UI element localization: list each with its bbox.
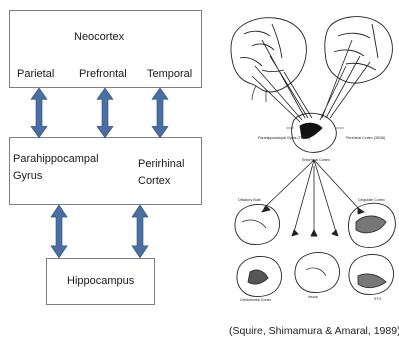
figure-citation: (Squire, Shimamura & Amaral, 1989) <box>229 325 399 337</box>
fig-label-orbitofrontal: Orbitofrontal Cortex <box>240 298 271 302</box>
right-brain-outline <box>325 17 393 83</box>
fig-label-cingulate: Cingulate Cortex <box>358 198 385 202</box>
left-brain-outline <box>231 18 306 92</box>
fig-label-entorhinal: Entorhinal Cortex <box>302 158 330 162</box>
fig-label-stg: STG <box>374 297 381 301</box>
fig-label-insula: Insula <box>308 295 318 299</box>
fig-label-parahippocampal: Parahippocampal Gyrus (TF/TH) <box>258 136 310 140</box>
olfactory-brain <box>235 205 280 245</box>
fig-label-olfactory: Olfactory Bulb <box>238 198 261 202</box>
insula-brain <box>295 253 340 293</box>
fig-label-perirhinal: Perirhinal Cortex (35/36) <box>346 136 385 140</box>
